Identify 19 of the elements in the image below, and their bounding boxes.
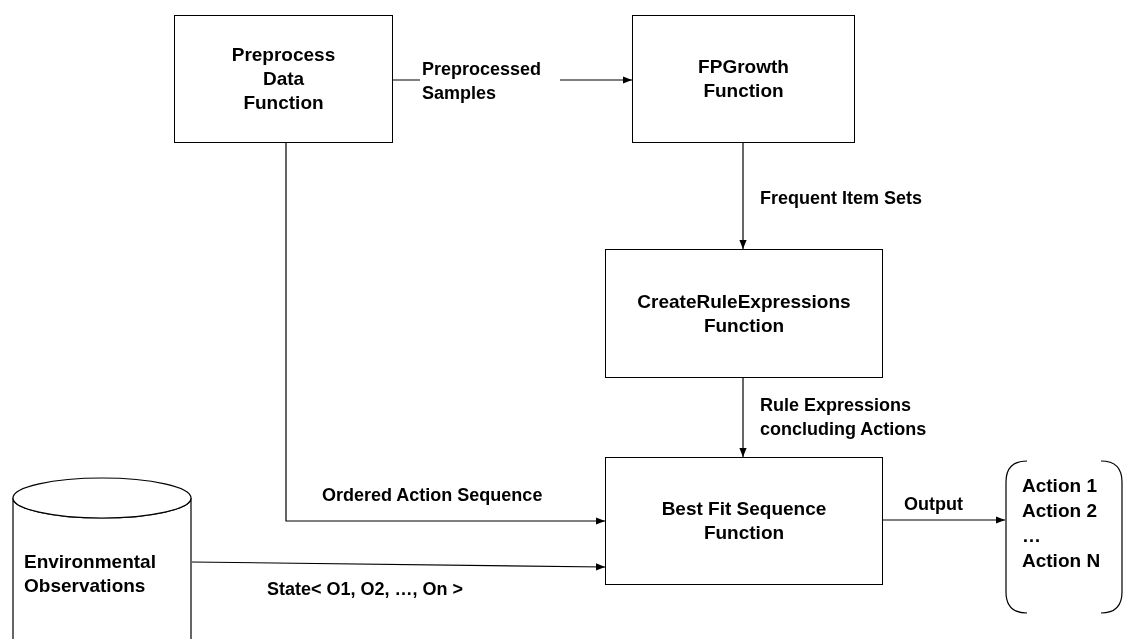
arrow	[285, 142, 606, 525]
list-item: Action N	[1022, 549, 1101, 573]
list-item: …	[1022, 524, 1041, 548]
process-box	[605, 457, 883, 585]
arrow	[882, 516, 1006, 524]
process-box	[605, 249, 883, 378]
arrow	[739, 142, 747, 250]
list-item: Action 2	[1022, 499, 1097, 523]
node-label: Preprocess Data Function	[230, 43, 337, 115]
arrow	[739, 377, 747, 458]
node-label: CreateRuleExpressions Function	[636, 289, 852, 338]
node-label: FPGrowth Function	[697, 55, 790, 103]
node-label: Best Fit Sequence Function	[660, 497, 828, 545]
list-item: Action 1	[1022, 474, 1097, 498]
arrow	[191, 561, 606, 571]
process-box	[174, 15, 393, 143]
database-cylinder	[12, 477, 192, 639]
node-label: Environmental Observations	[24, 550, 157, 598]
process-box	[632, 15, 855, 143]
